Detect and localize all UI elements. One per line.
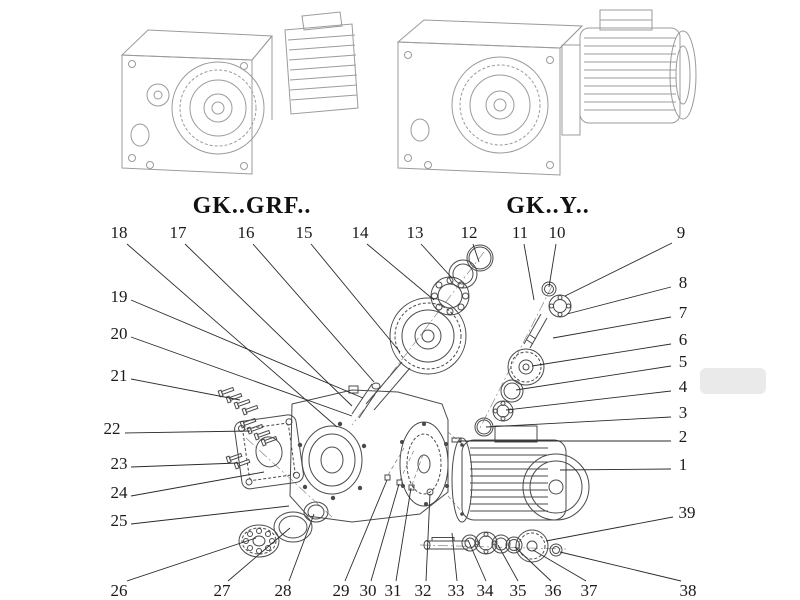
leader-line-4	[505, 390, 672, 411]
leader-line-39	[545, 516, 674, 542]
part-number-29: 29	[333, 581, 350, 600]
part-number-2: 2	[679, 427, 688, 446]
part-number-26: 26	[111, 581, 128, 600]
part-number-24: 24	[111, 483, 129, 502]
part-number-15: 15	[296, 223, 313, 242]
part-number-12: 12	[461, 223, 478, 242]
leader-line-8	[566, 286, 672, 315]
part-number-34: 34	[477, 581, 495, 600]
part-number-10: 10	[549, 223, 566, 242]
leader-line-11	[523, 243, 535, 301]
leader-line-29	[344, 479, 388, 582]
leader-line-25	[130, 505, 290, 525]
part-number-13: 13	[407, 223, 424, 242]
part-number-27: 27	[214, 581, 232, 600]
part-number-25: 25	[111, 511, 128, 530]
leader-line-20	[130, 336, 353, 417]
leader-line-3	[485, 416, 672, 428]
leader-line-12	[472, 243, 480, 263]
side-cover-assembly	[234, 414, 329, 558]
part-number-17: 17	[170, 223, 188, 242]
leader-line-7	[552, 316, 672, 339]
leader-line-15	[310, 243, 401, 353]
leader-line-5	[515, 365, 672, 391]
leader-line-22	[124, 430, 251, 434]
watermark-smudge	[700, 368, 766, 394]
part-number-7: 7	[679, 303, 688, 322]
leader-line-16	[252, 243, 375, 383]
screw-set-upper	[217, 386, 259, 416]
part-number-14: 14	[352, 223, 370, 242]
part-number-31: 31	[385, 581, 402, 600]
part-number-39: 39	[679, 503, 696, 522]
part-number-11: 11	[512, 223, 528, 242]
part-number-9: 9	[677, 223, 686, 242]
leader-line-18	[126, 243, 338, 428]
leader-line-32	[425, 493, 431, 582]
leader-line-31	[395, 487, 412, 582]
pinion-axis	[477, 285, 553, 433]
leader-line-17	[184, 243, 353, 407]
exploded-view	[217, 244, 590, 563]
part-number-4: 4	[679, 377, 688, 396]
leader-lines	[124, 242, 682, 582]
leader-line-24	[130, 471, 265, 497]
part-number-1: 1	[679, 455, 688, 474]
leader-line-1	[559, 468, 672, 471]
part-number-32: 32	[415, 581, 432, 600]
leader-line-36	[514, 546, 552, 582]
part-number-37: 37	[581, 581, 599, 600]
assembled-view-gky	[396, 9, 697, 176]
part-number-22: 22	[104, 419, 121, 438]
part-number-16: 16	[238, 223, 255, 242]
leader-line-33	[451, 532, 458, 582]
leader-line-21	[130, 378, 241, 401]
assembled-view-grf	[120, 11, 359, 175]
part-number-38: 38	[680, 581, 697, 600]
part-number-21: 21	[111, 366, 128, 385]
leader-line-38	[559, 551, 682, 582]
screw-set-lower	[225, 452, 251, 470]
part-number-6: 6	[679, 330, 688, 349]
part-number-8: 8	[679, 273, 688, 292]
flange-fasteners	[384, 447, 434, 496]
input-gear-assembly	[365, 244, 494, 411]
pinion-parts-chain	[474, 281, 572, 437]
gear-housing	[289, 382, 449, 523]
leader-line-28	[288, 513, 315, 582]
part-number-3: 3	[679, 403, 688, 422]
leader-line-19	[130, 299, 364, 399]
part-number-28: 28	[275, 581, 292, 600]
leader-line-37	[532, 549, 587, 582]
output-shaft-assembly	[423, 529, 563, 563]
part-number-5: 5	[679, 352, 688, 371]
model-title-grf: GK..GRF..	[193, 193, 312, 219]
part-number-33: 33	[448, 581, 465, 600]
leader-line-27	[227, 527, 291, 582]
part-number-35: 35	[510, 581, 527, 600]
part-number-19: 19	[111, 287, 128, 306]
leader-line-10	[548, 243, 557, 288]
part-number-20: 20	[111, 324, 128, 343]
leader-line-23	[130, 462, 239, 468]
leader-line-14	[366, 243, 435, 301]
electric-motor	[447, 425, 590, 523]
leader-line-13	[420, 243, 453, 279]
leader-line-9	[564, 242, 673, 297]
part-number-18: 18	[111, 223, 128, 242]
leader-line-30	[370, 483, 400, 582]
part-number-30: 30	[360, 581, 377, 600]
cover-axis	[245, 437, 333, 518]
part-number-36: 36	[545, 581, 562, 600]
leader-line-34	[467, 539, 487, 582]
part-number-23: 23	[111, 454, 128, 473]
model-title-gky: GK..Y..	[506, 193, 589, 219]
leader-line-35	[497, 544, 519, 582]
leader-line-26	[126, 537, 257, 582]
leader-line-6	[531, 343, 672, 367]
